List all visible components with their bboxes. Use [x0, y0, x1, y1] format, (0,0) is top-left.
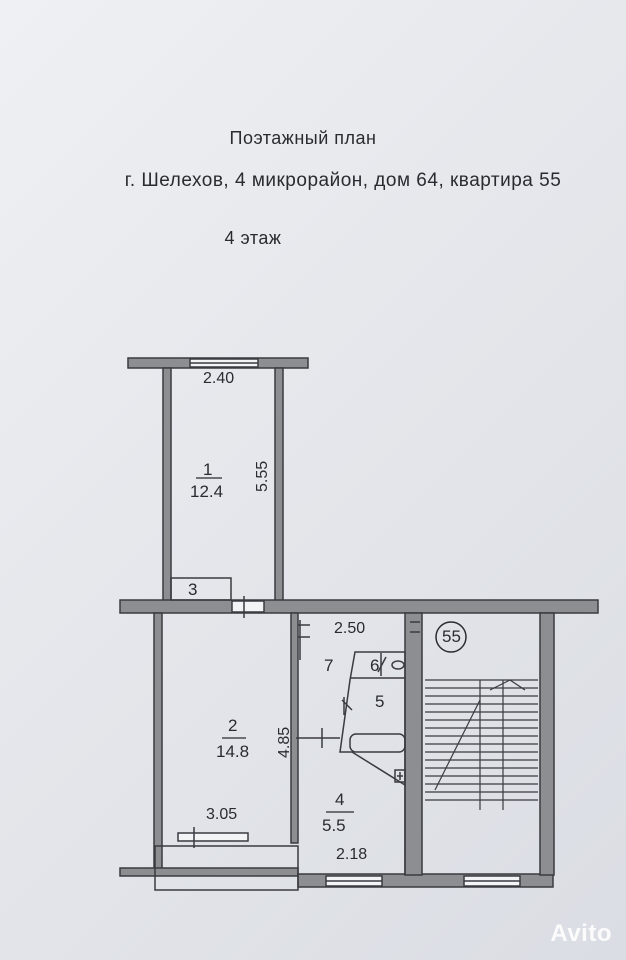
plan-floor: 4 этаж [224, 228, 282, 248]
vent-box [394, 769, 406, 783]
room2-number: 2 [228, 716, 238, 735]
balcony [154, 845, 299, 891]
room7-number: 7 [324, 656, 334, 675]
wall-right-room2 [290, 612, 299, 844]
window-room2 [177, 832, 249, 842]
plan-address: г. Шелехов, 4 микрорайон, дом 64, кварти… [124, 170, 562, 191]
dim-room2-width: 3.05 [206, 806, 238, 823]
bathroom-block [339, 651, 406, 787]
wall-right-room1 [274, 367, 284, 605]
dim-room1-width: 2.40 [203, 370, 235, 387]
avito-watermark: Avito [550, 920, 612, 947]
dim-kitchen-width: 2.18 [336, 846, 368, 863]
room6-number: 6 [370, 656, 380, 675]
door-room1 [231, 600, 265, 613]
room1-number: 1 [203, 460, 213, 479]
sink [391, 660, 405, 670]
wall-bottom-left [119, 867, 299, 877]
apartment-marker-circle [435, 621, 467, 653]
room4-area: 5.5 [322, 816, 346, 835]
room1-area: 12.4 [190, 482, 224, 501]
plan-title: Поэтажный план [229, 128, 377, 148]
dim-room1-length: 5.55 [254, 460, 271, 492]
wall-left-room1 [162, 367, 172, 605]
room2-area: 14.8 [216, 742, 250, 761]
wall-left-room2 [153, 612, 163, 872]
room3-closet [170, 577, 232, 601]
wall-partition-main [119, 599, 599, 614]
apartment-marker: 55 [442, 627, 461, 646]
wall-right-outer [539, 612, 555, 876]
wall-stair-left [404, 612, 423, 876]
dim-room2-length: 4.85 [276, 726, 293, 758]
room5-number: 5 [375, 692, 385, 711]
room3-number: 3 [188, 580, 198, 599]
bathtub [349, 733, 406, 753]
room4-number: 4 [335, 790, 345, 809]
staircase [425, 679, 538, 810]
dim-corridor-width: 2.50 [334, 620, 366, 637]
